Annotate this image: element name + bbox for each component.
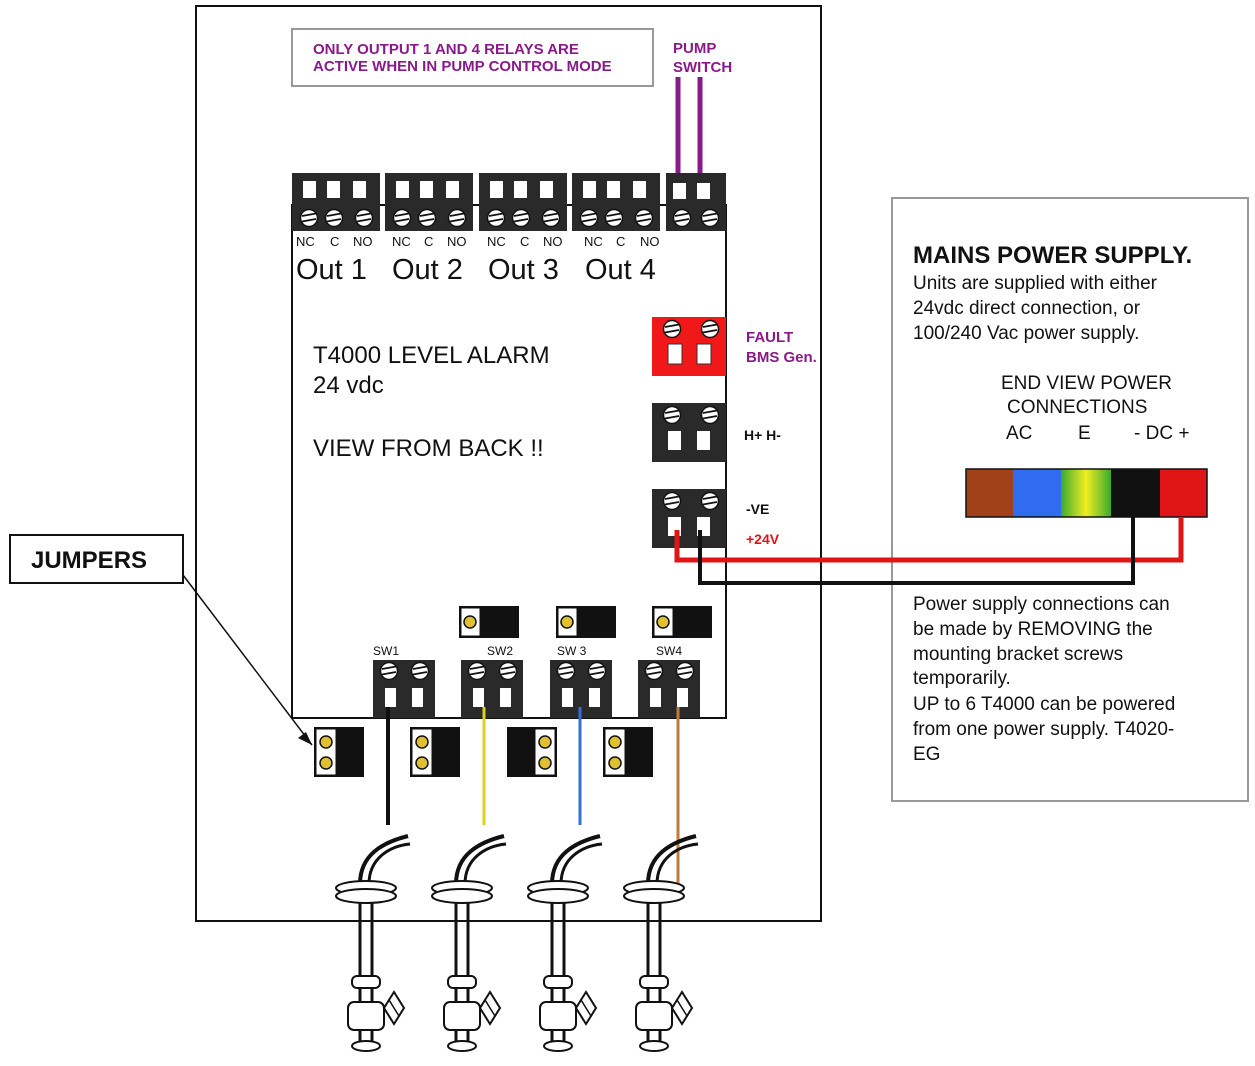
jumpers-arrow-line: [182, 574, 313, 746]
label-sw2: SW2: [487, 644, 513, 658]
pump-label-2: SWITCH: [673, 59, 732, 76]
label-no-3: NO: [543, 234, 563, 249]
device-voltage: 24 vdc: [313, 372, 384, 399]
label-c-4: C: [616, 234, 625, 249]
conn-e: E: [1078, 423, 1091, 444]
hh-label: H+ H-: [744, 427, 781, 443]
conn-dc: - DC +: [1134, 423, 1189, 444]
label-nc-4: NC: [584, 234, 603, 249]
note-box: [291, 28, 654, 87]
label-no-4: NO: [640, 234, 660, 249]
label-out-4: Out 4: [585, 254, 656, 286]
label-out-3: Out 3: [488, 254, 559, 286]
mains-desc-2: 24vdc direct connection, or: [913, 298, 1141, 319]
end-view-1: END VIEW POWER: [1001, 373, 1172, 394]
label-nc-3: NC: [487, 234, 506, 249]
mains-note-6: from one power supply. T4020-: [913, 719, 1174, 740]
pump-label-1: PUMP: [673, 40, 716, 57]
fault-terminal: [652, 317, 726, 376]
label-out-1: Out 1: [296, 254, 367, 286]
fault-label-2: BMS Gen.: [746, 349, 817, 366]
negative-wire: [698, 517, 1135, 585]
hh-terminal: [652, 403, 726, 462]
label-no-2: NO: [447, 234, 467, 249]
mains-note-1: Power supply connections can: [913, 594, 1170, 615]
mains-note-3: mounting bracket screws: [913, 644, 1123, 665]
device-view-note: VIEW FROM BACK !!: [313, 435, 544, 462]
positive-wire: [674, 517, 1184, 563]
label-sw4: SW4: [656, 644, 682, 658]
label-c-3: C: [520, 234, 529, 249]
lower-jumpers: [314, 727, 653, 777]
fault-label-1: FAULT: [746, 329, 793, 346]
mains-note-2: be made by REMOVING the: [913, 619, 1153, 640]
mains-note-5: UP to 6 T4000 can be powered: [913, 694, 1175, 715]
mains-note-7: EG: [913, 744, 940, 765]
mains-desc-3: 100/240 Vac power supply.: [913, 323, 1139, 344]
upper-jumpers: [459, 606, 712, 638]
label-c-1: C: [330, 234, 339, 249]
note-line-1: ONLY OUTPUT 1 AND 4 RELAYS ARE: [313, 41, 579, 58]
neg-label: -VE: [746, 501, 769, 517]
label-nc-2: NC: [392, 234, 411, 249]
jumpers-label-box: [9, 534, 184, 584]
conn-ac: AC: [1006, 423, 1032, 444]
mains-title: MAINS POWER SUPPLY.: [913, 242, 1192, 269]
power-connector-strip: [965, 468, 1208, 518]
label-sw1: SW1: [373, 644, 399, 658]
label-no-1: NO: [353, 234, 373, 249]
end-view-2: CONNECTIONS: [1007, 397, 1147, 418]
power-terminal: [652, 489, 726, 548]
label-sw3: SW 3: [557, 644, 587, 658]
label-nc-1: NC: [296, 234, 315, 249]
mains-note-4: temporarily.: [913, 668, 1011, 689]
note-line-2: ACTIVE WHEN IN PUMP CONTROL MODE: [313, 58, 612, 75]
jumpers-arrow-head: [298, 732, 312, 745]
device-title: T4000 LEVEL ALARM: [313, 342, 550, 369]
relay-terminals: [292, 173, 726, 231]
pos-label: +24V: [746, 531, 780, 547]
label-c-2: C: [424, 234, 433, 249]
mains-desc-1: Units are supplied with either: [913, 273, 1158, 294]
label-out-2: Out 2: [392, 254, 463, 286]
jumpers-label: JUMPERS: [31, 547, 147, 574]
